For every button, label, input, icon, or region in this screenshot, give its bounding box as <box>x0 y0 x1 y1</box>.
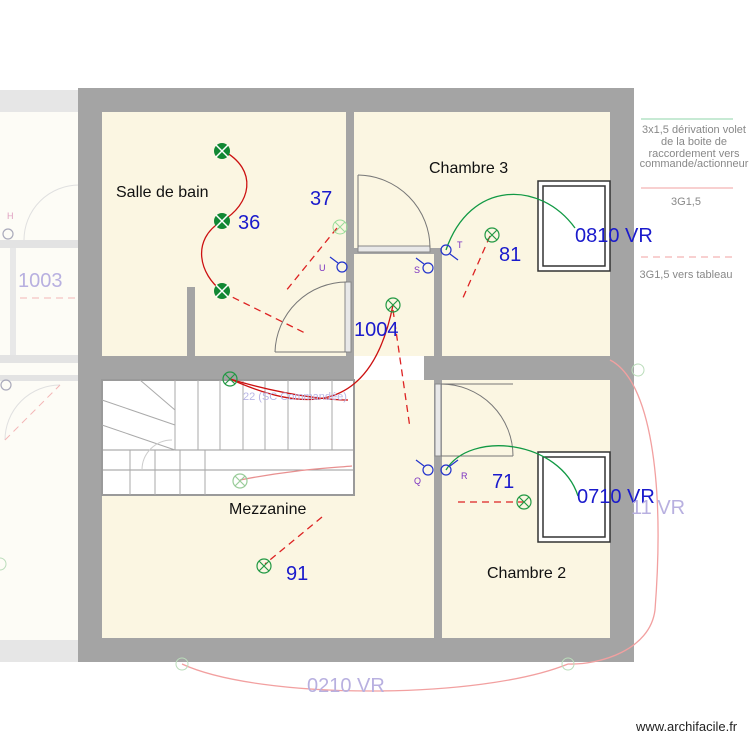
staircase <box>101 379 355 496</box>
light-icon <box>222 371 238 387</box>
wiring-dashed <box>221 227 523 565</box>
circuit-label-36: 36 <box>238 212 260 234</box>
switch-icon <box>0 379 12 391</box>
light-icon <box>516 494 532 510</box>
legend-item-3: 3G1,5 vers tableau <box>640 269 733 281</box>
light-icon <box>0 363 645 671</box>
switch-letter-h: H <box>7 211 14 221</box>
light-icon <box>385 297 401 313</box>
legend-item-1-line-2: de la boite de <box>661 136 727 148</box>
circuit-label-1004: 1004 <box>354 319 399 341</box>
doors <box>274 174 514 457</box>
light-icon <box>214 283 230 299</box>
room-label-chambre2: Chambre 2 <box>487 565 566 582</box>
legend-item-1-line-3: raccordement vers <box>648 148 740 160</box>
switch-letter-s: S <box>414 265 420 275</box>
switch-letter-r: R <box>461 471 468 481</box>
light-icon <box>484 227 500 243</box>
door-opening <box>354 356 424 380</box>
partition-bath-stub <box>187 287 195 356</box>
switch-icon <box>415 257 434 274</box>
light-points <box>0 143 645 671</box>
circuit-label-1003: 1003 <box>18 270 63 292</box>
circuit-label-0210vr: 0210 VR <box>307 675 385 697</box>
switch-icon <box>2 228 14 240</box>
switch-icon <box>329 256 348 273</box>
archifacile-credit: www.archifacile.fr <box>635 719 738 734</box>
legend-item-1-line-1: 3x1,5 dérivation volet <box>642 124 746 136</box>
legend-item-2: 3G1,5 <box>671 196 701 208</box>
annotation-sc-commandee: 22 (SC Commandée) <box>243 391 347 403</box>
circuit-label-81: 81 <box>499 244 521 266</box>
light-icon <box>256 558 272 574</box>
wiring-solid <box>181 149 659 692</box>
room-label-mezzanine: Mezzanine <box>229 501 306 518</box>
circuit-label-37: 37 <box>310 188 332 210</box>
partition-closet-right <box>434 248 442 356</box>
left-faded-area <box>0 90 80 662</box>
circuit-label-71: 71 <box>492 471 514 493</box>
switch-letter-t: T <box>457 240 463 250</box>
legend-item-1-line-4: commande/actionneur <box>640 158 749 170</box>
circuit-label-0810vr: 0810 VR <box>575 225 653 247</box>
light-icon <box>332 219 348 235</box>
switch-icon <box>440 459 459 476</box>
switches <box>0 228 459 476</box>
window-chambre2 <box>537 451 611 543</box>
switch-letter-u: U <box>319 263 326 273</box>
room-label-chambre3: Chambre 3 <box>429 160 508 177</box>
room-label-salle-de-bain: Salle de bain <box>116 184 209 201</box>
legend: 3x1,5 dérivation volet de la boite de ra… <box>640 118 749 281</box>
light-icon <box>214 143 230 159</box>
circuit-label-11vr: 11 VR <box>631 497 685 519</box>
light-icon <box>214 213 230 229</box>
switch-icon <box>415 459 434 476</box>
circuit-label-91: 91 <box>286 563 308 585</box>
switch-icon <box>440 244 459 261</box>
switch-letter-q: Q <box>414 476 421 486</box>
circuit-label-0710vr: 0710 VR <box>577 486 655 508</box>
light-icon <box>232 473 248 489</box>
